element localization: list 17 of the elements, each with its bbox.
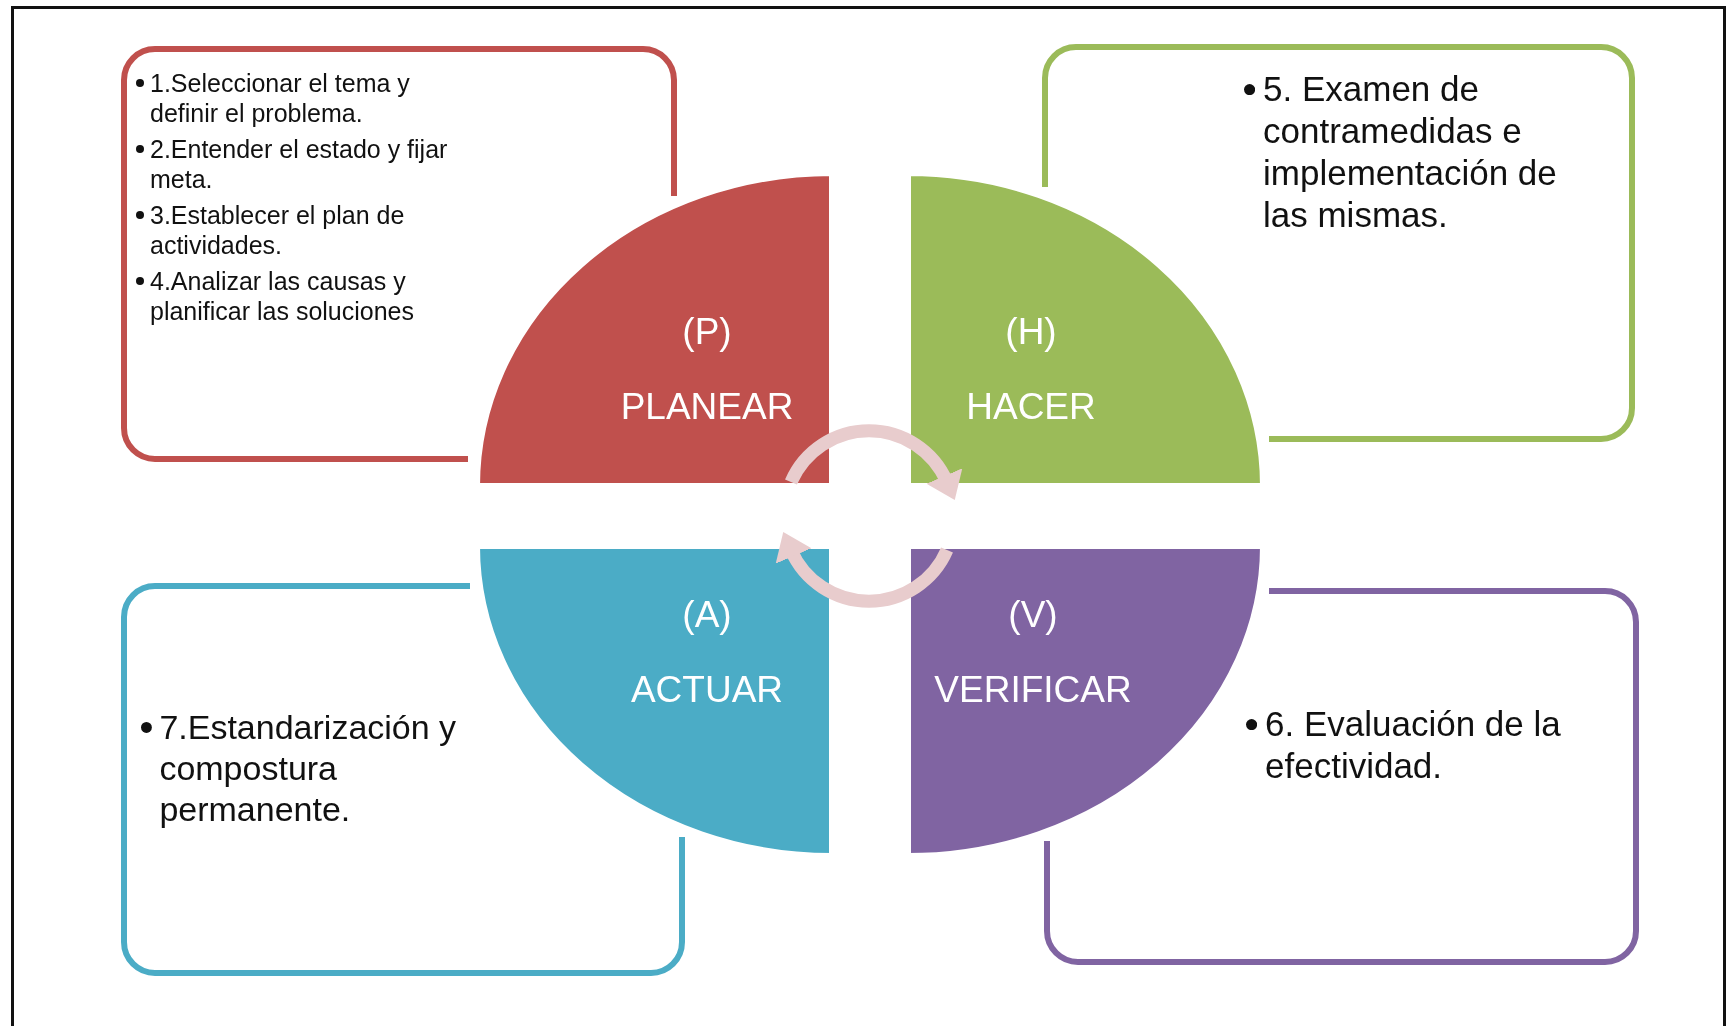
phase-letter: (P) [682,313,732,350]
phase-letter: (H) [1005,313,1057,350]
step-text: 2.Entender el estado y fijar meta. [150,135,448,193]
step-text: 6. Evaluación de la efectividad. [1265,704,1561,785]
step-text: 3.Establecer el plan de actividades. [150,201,405,259]
phase-name: ACTUAR [630,671,784,708]
phase-letter: (A) [682,596,732,633]
cycle-arrow [785,424,962,500]
phase-name: HACER [966,388,1096,425]
phase-letter: (V) [1008,596,1058,633]
step-text: 1.Seleccionar el tema y definir el problema. [150,69,410,127]
cycle-arrow [776,532,953,608]
phase-name: PLANEAR [620,388,794,425]
step-text: 7.Estandarización y compostura permanente. [159,708,457,828]
step-text: 5. Examen de contramedidas e implementación de las mismas. [1263,69,1557,234]
step-text: 4.Analizar las causas y planificar las soluciones [150,267,415,325]
phase-name: VERIFICAR [934,671,1132,708]
